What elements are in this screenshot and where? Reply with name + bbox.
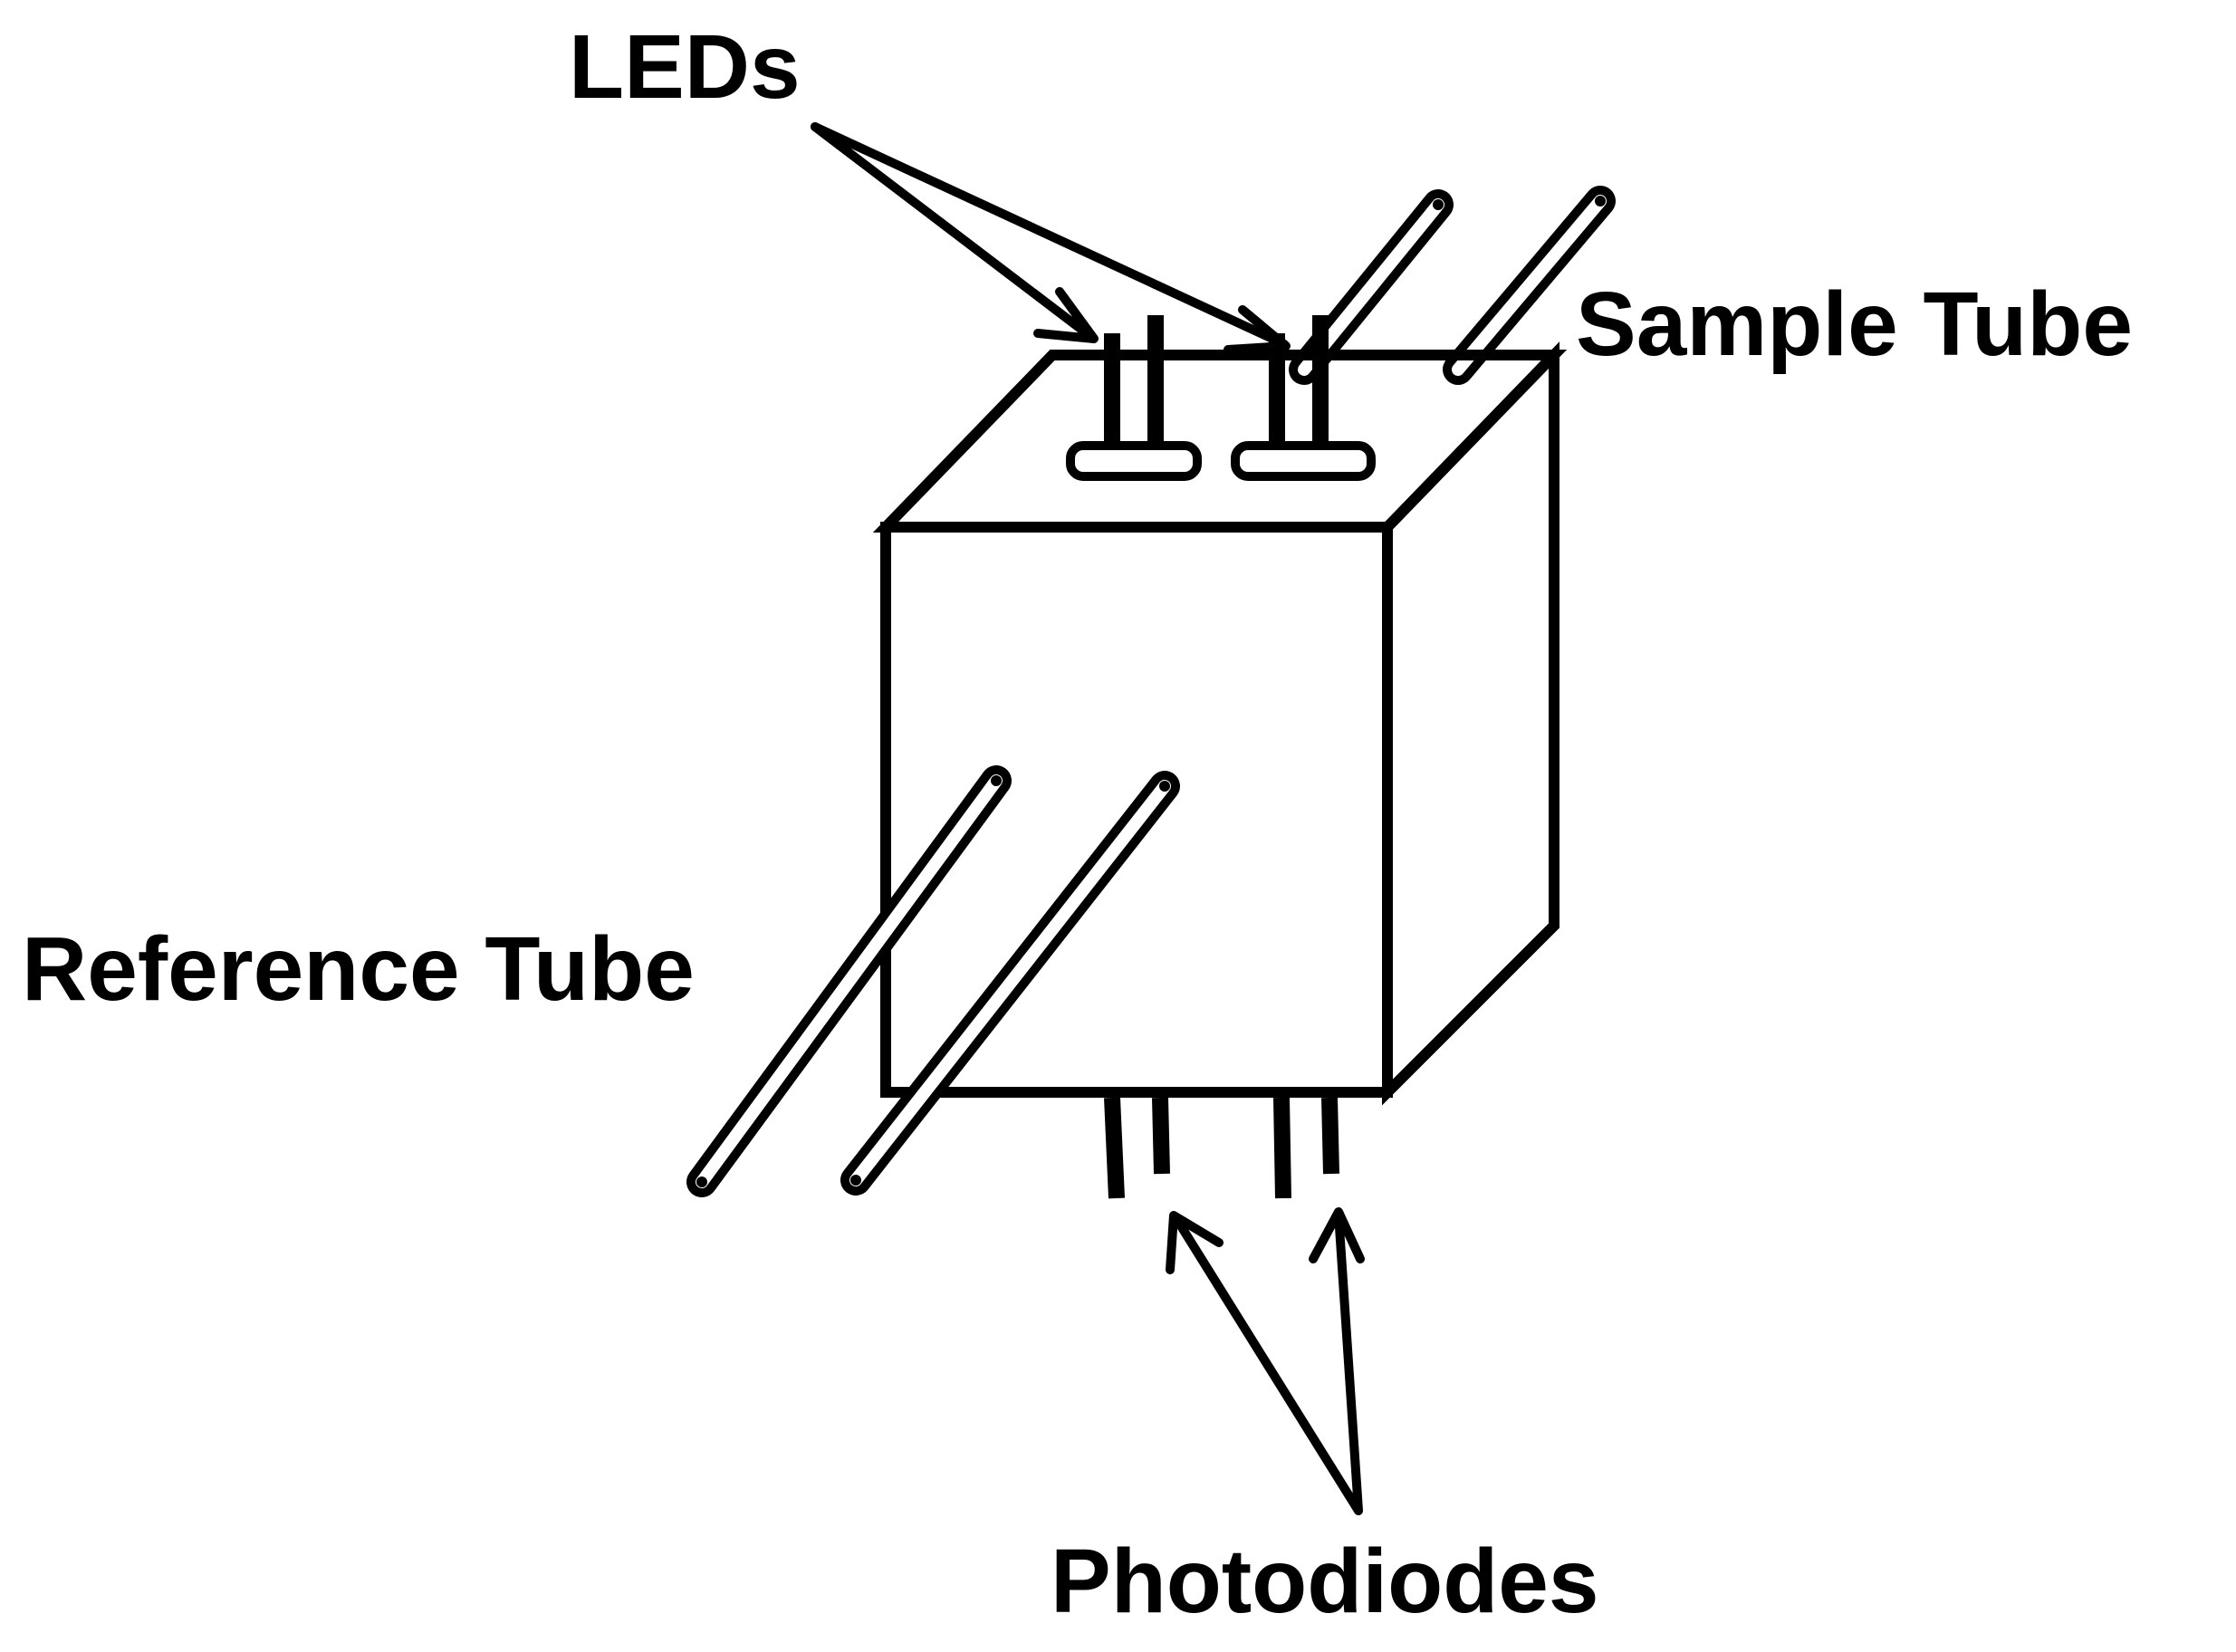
led-right <box>1231 315 1376 481</box>
sample-tube-label: Sample Tube <box>1576 274 2133 375</box>
led-left <box>1066 315 1202 481</box>
reference-tube-rod-left <box>686 765 1012 1197</box>
block-front-face <box>880 522 1393 1098</box>
sample-tube-rod-right <box>1443 186 1616 385</box>
photodiodes-arrows <box>1166 1207 1365 1515</box>
photodiode-left <box>1104 1097 1170 1199</box>
leds-label: LEDs <box>569 16 801 118</box>
leds-arrows <box>811 122 1291 354</box>
photodiodes-label: Photodiodes <box>1051 1531 1599 1632</box>
reference-tube-label: Reference Tube <box>22 918 695 1020</box>
photodiode-right <box>1273 1097 1339 1199</box>
block-side-face <box>1382 341 1559 1106</box>
holder-block <box>872 341 1568 1106</box>
reference-tube <box>686 765 1180 1197</box>
sample-tube <box>1289 186 1616 385</box>
reference-tube-rod-right <box>840 771 1180 1196</box>
